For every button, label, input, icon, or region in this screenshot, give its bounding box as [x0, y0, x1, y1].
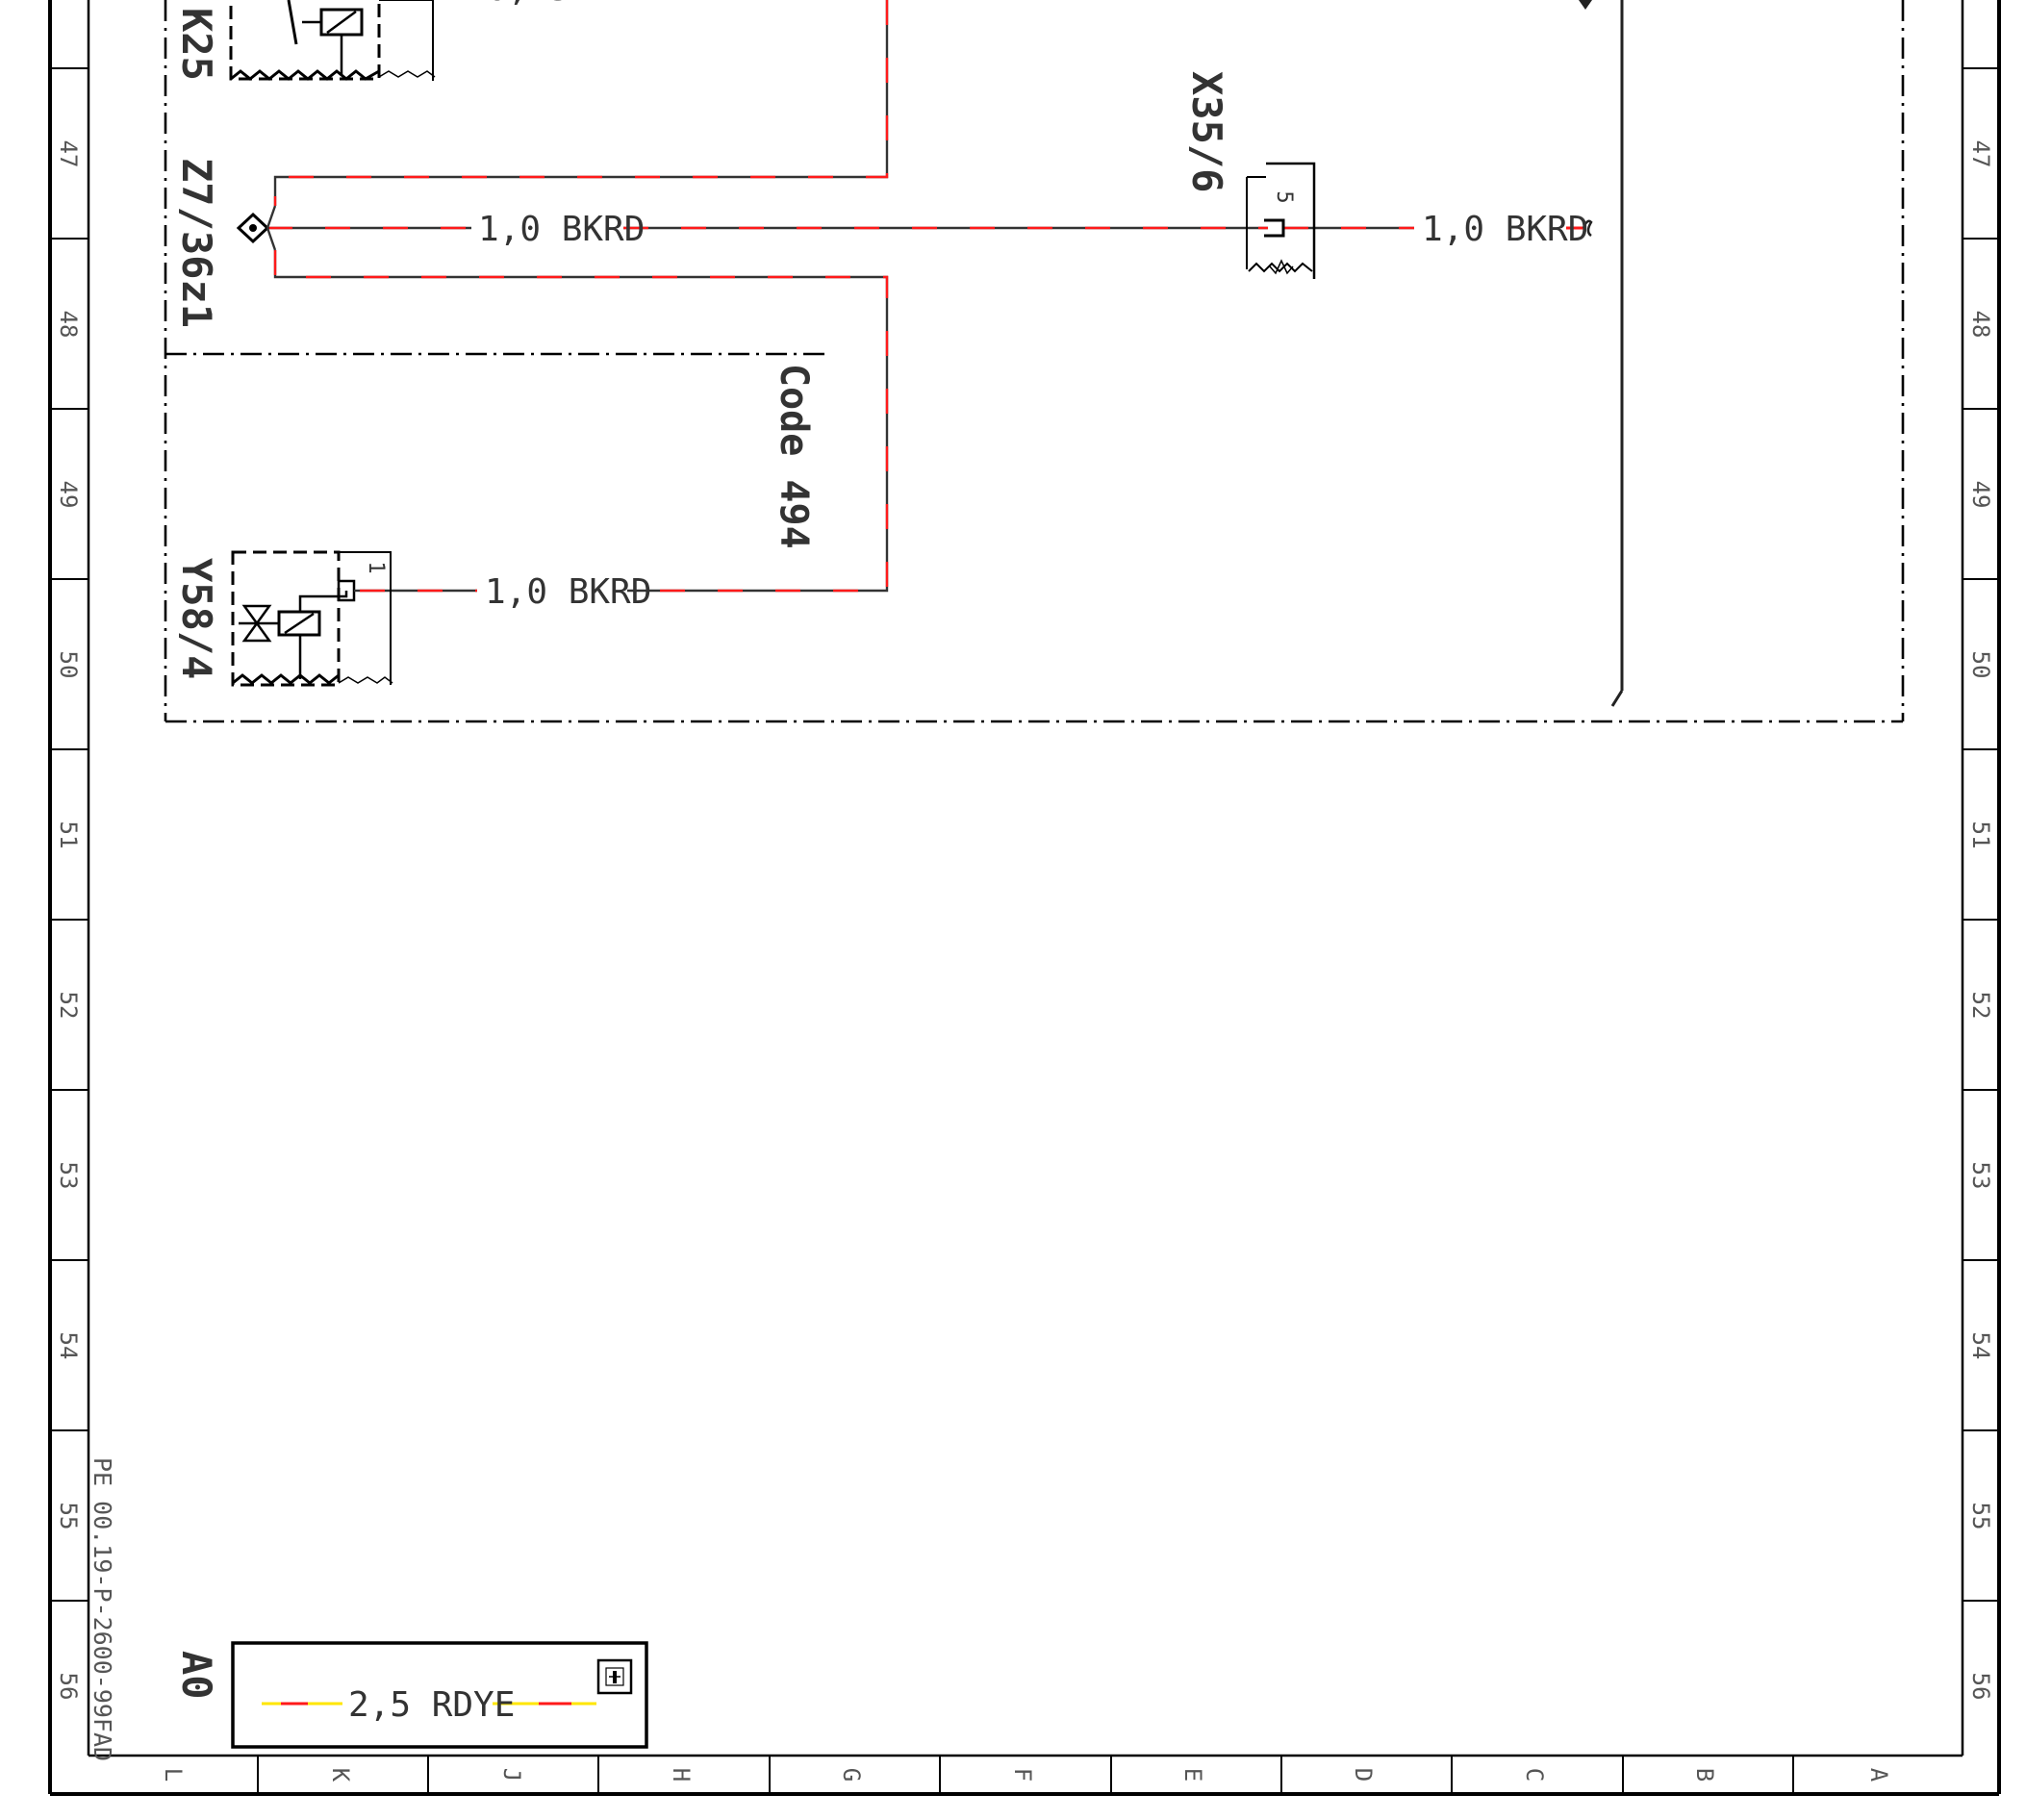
- column-labels: L K J H G F E D C B A: [160, 1768, 1892, 1782]
- row-label: 50: [55, 651, 82, 679]
- column-label: K: [327, 1768, 354, 1782]
- row-label: 55: [1967, 1503, 1994, 1530]
- legend-box: 2,5 RDYE: [231, 1641, 648, 1749]
- row-separators: [50, 67, 1999, 1602]
- option-code-label: Code 494: [772, 364, 816, 549]
- row-label: 53: [55, 1162, 82, 1190]
- column-label: A: [1865, 1768, 1892, 1782]
- column-label: G: [838, 1768, 865, 1782]
- row-label: 47: [55, 140, 82, 168]
- row-label: 50: [1967, 651, 1994, 679]
- wire-label: 1,0 BKRD: [478, 210, 645, 249]
- pin-number: 1: [364, 561, 388, 573]
- row-label: 54: [55, 1332, 82, 1360]
- wire-label: 1,0 BKRD: [1422, 210, 1588, 249]
- row-label: 49: [55, 481, 82, 509]
- component-label: Y58/4: [173, 558, 220, 679]
- column-label: B: [1691, 1768, 1718, 1782]
- column-label: H: [668, 1768, 695, 1782]
- row-label: 56: [55, 1673, 82, 1701]
- wire-x35-out: [1283, 219, 1593, 238]
- row-label: 55: [55, 1503, 82, 1530]
- row-label: 53: [1967, 1162, 1994, 1190]
- row-label: 56: [1967, 1673, 1994, 1701]
- document-reference: PE 00.19-P-2600-99FAD: [89, 1457, 116, 1761]
- column-label: J: [498, 1768, 525, 1782]
- row-label: 51: [55, 822, 82, 849]
- splice-node: [236, 205, 277, 251]
- row-label: 49: [1967, 481, 1994, 509]
- connector-symbol: 5: [1246, 162, 1316, 279]
- column-separators: [257, 1756, 1794, 1794]
- row-labels-right: 47 48 49 50 51 52 53 54 55 56: [1967, 140, 1994, 1701]
- module-boundary: [164, 0, 1905, 723]
- component-label: Z7/36z1: [173, 158, 220, 328]
- row-label: 48: [55, 311, 82, 339]
- row-label: 52: [1967, 992, 1994, 1020]
- column-label: L: [160, 1768, 187, 1782]
- component-label: X35/6: [1183, 71, 1230, 192]
- component-label: K25: [173, 8, 220, 81]
- wire-y58-splice: [273, 250, 889, 593]
- wire-label: 0,75 BKRD: [487, 0, 674, 9]
- valve-symbol: 1: [231, 550, 393, 687]
- row-label: 48: [1967, 311, 1994, 339]
- pin-number: 5: [1272, 190, 1296, 203]
- drawing-frame: [48, 0, 2001, 1796]
- component-label: A0: [173, 1651, 220, 1700]
- column-label: C: [1521, 1768, 1548, 1782]
- row-label: 54: [1967, 1332, 1994, 1360]
- relay-symbol: [229, 0, 436, 81]
- row-labels-left: 47 48 49 50 51 52 53 54 55 56: [55, 140, 82, 1701]
- column-label: E: [1179, 1768, 1206, 1782]
- column-label: D: [1350, 1768, 1377, 1782]
- legend-wire-label: 2,5 RDYE: [348, 1685, 515, 1725]
- column-label: F: [1009, 1768, 1036, 1782]
- row-label: 52: [55, 992, 82, 1020]
- row-label: 51: [1967, 822, 1994, 849]
- row-label: 47: [1967, 140, 1994, 168]
- wire-k25-splice: [273, 0, 889, 206]
- bus-line: [1579, 0, 1624, 707]
- wire-label: 1,0 BKRD: [485, 572, 651, 612]
